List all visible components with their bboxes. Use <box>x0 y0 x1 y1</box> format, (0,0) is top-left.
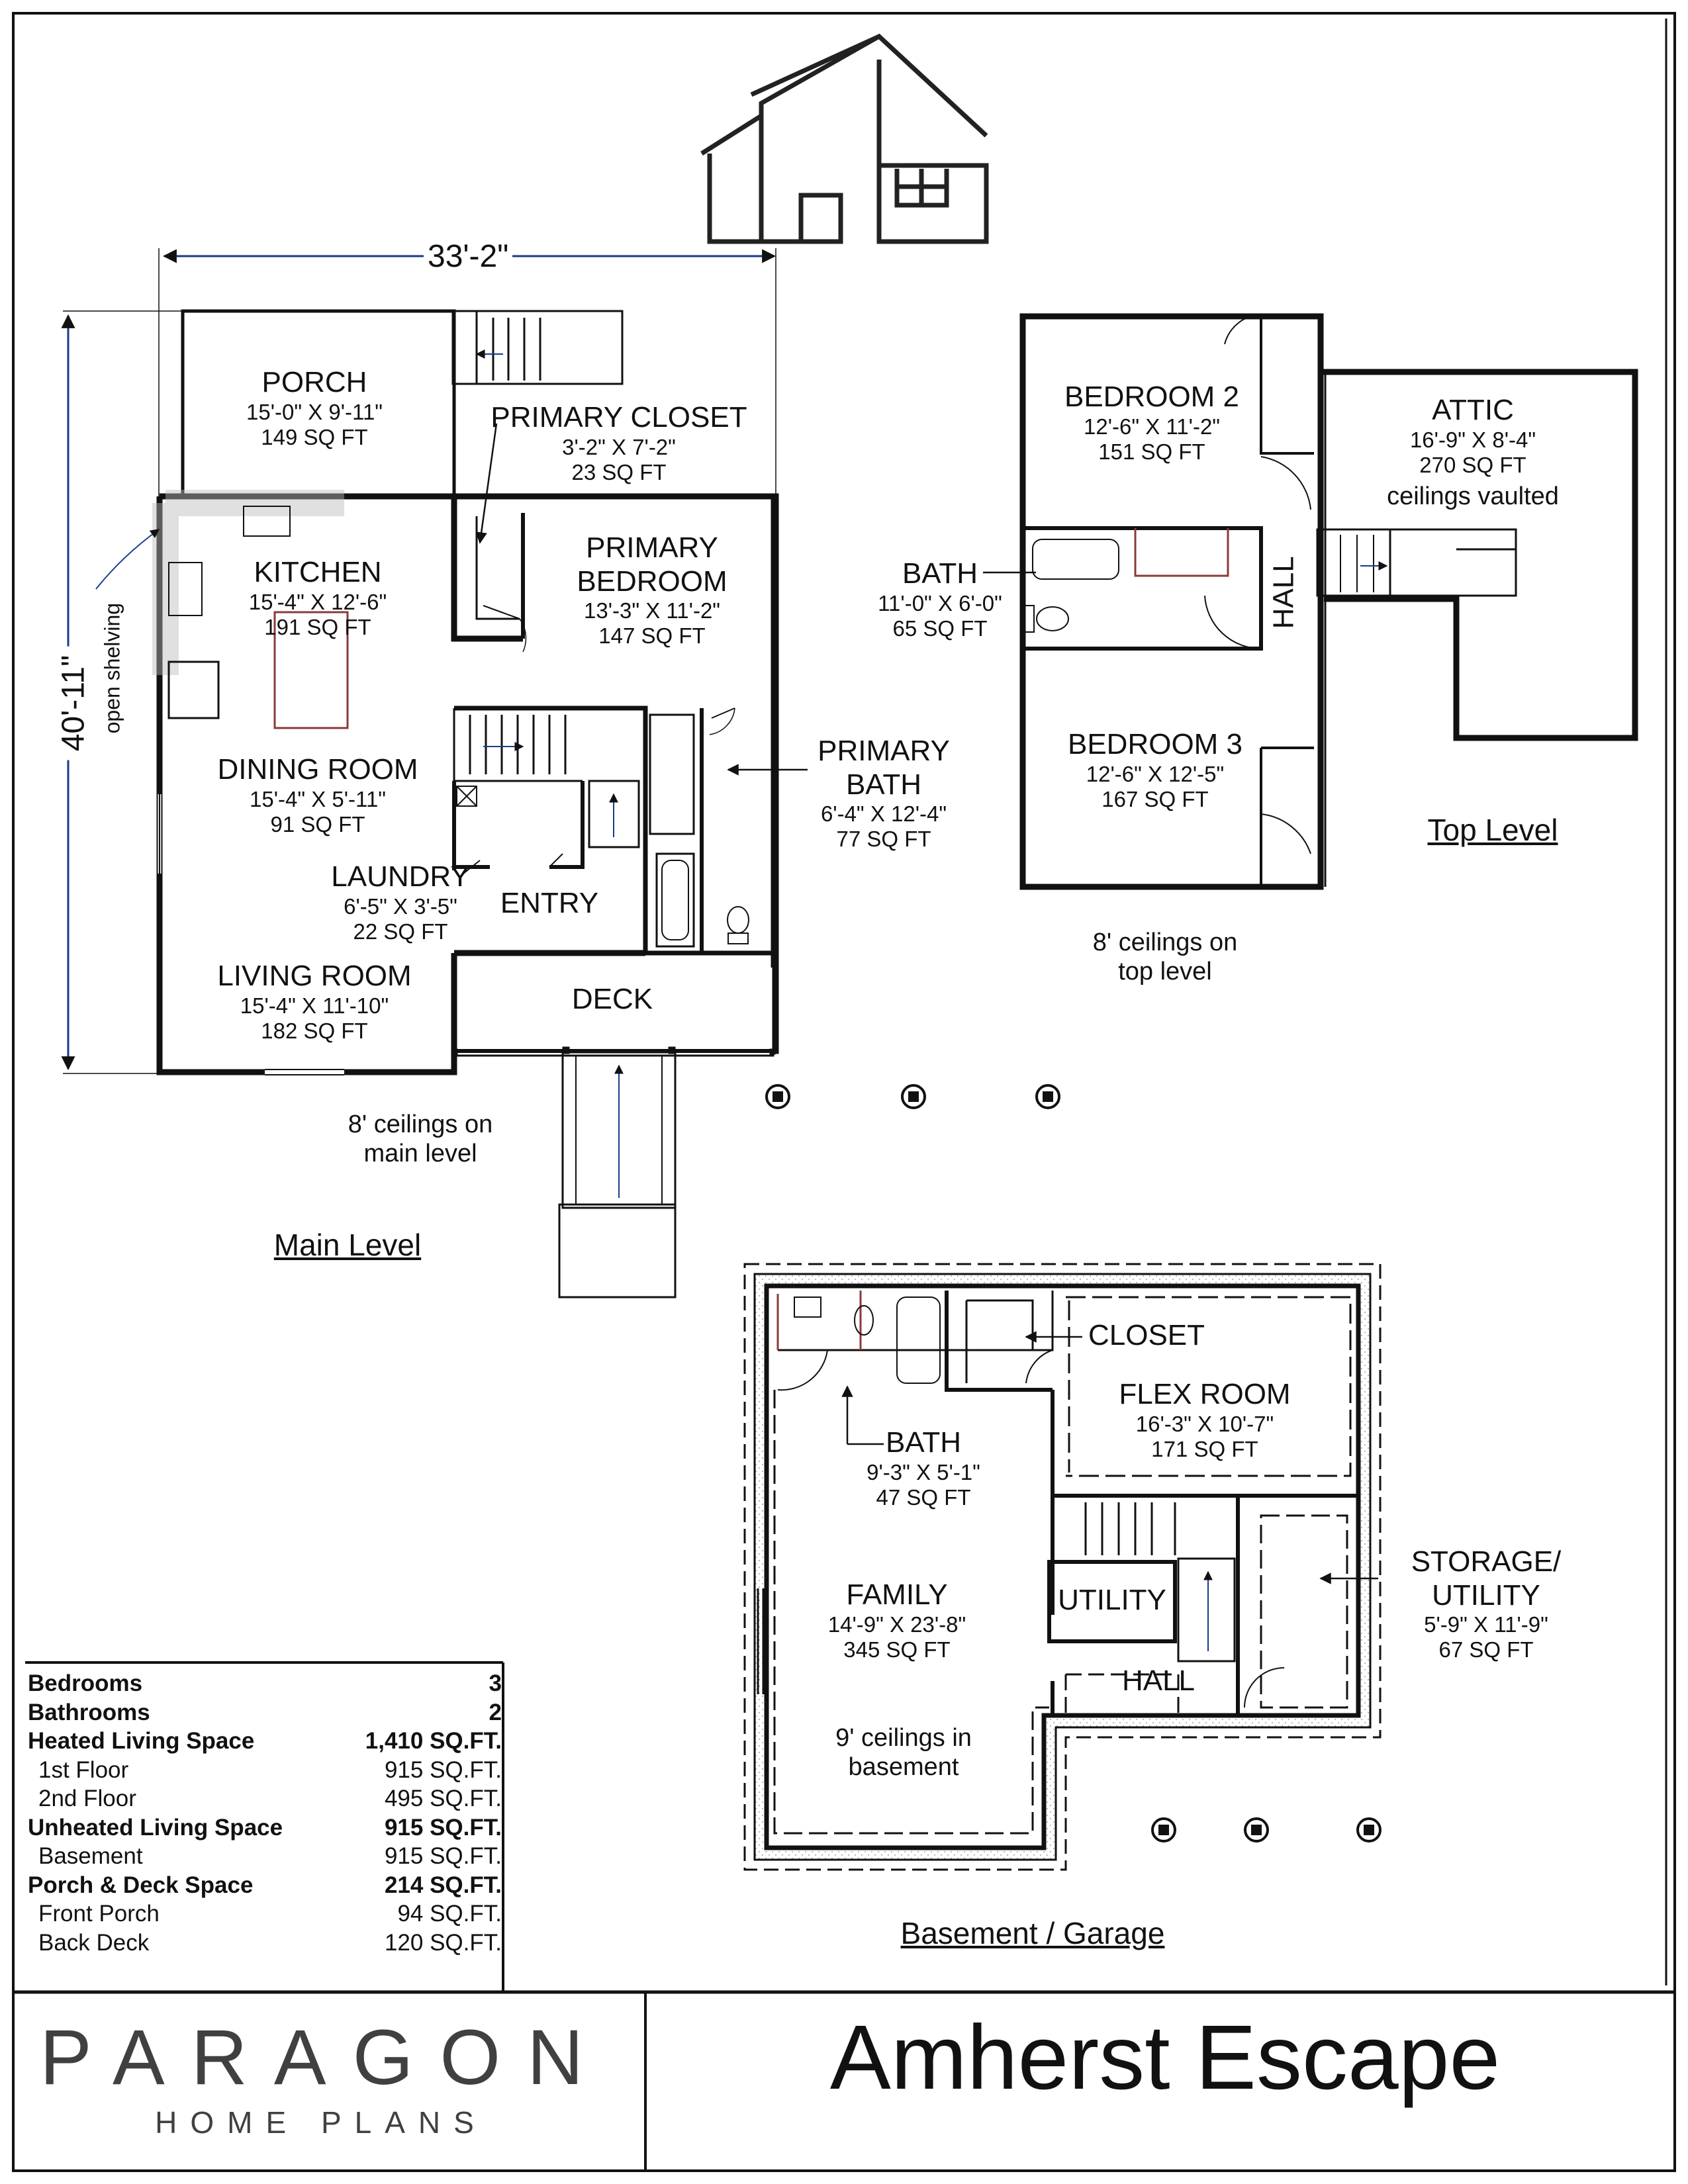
room-kitchen: KITCHEN 15'-4" X 12'-6" 191 SQ FT <box>248 556 387 639</box>
basement-level-label: Basement / Garage <box>900 1916 1165 1950</box>
stats-key: Bedrooms <box>28 1670 143 1696</box>
brand-subtitle: HOME PLANS <box>155 2105 487 2140</box>
plan-title: Amherst Escape <box>829 2007 1501 2109</box>
stats-key: Front Porch <box>38 1901 160 1927</box>
room-primary-bedroom: PRIMARY BEDROOM 13'-3" X 11'-2" 147 SQ F… <box>577 531 727 649</box>
stats-value: 3 <box>489 1670 502 1696</box>
room-flex-room: FLEX ROOM 16'-3" X 10'-7" 171 SQ FT <box>1119 1378 1291 1461</box>
stats-value: 214 SQ.FT. <box>384 1872 502 1898</box>
room-bedroom-3: BEDROOM 3 12'-6" X 12'-5" 167 SQ FT <box>1067 728 1243 811</box>
stats-row: 2nd Floor 495 SQ.FT. <box>28 1784 502 1813</box>
top-ceiling-note: 8' ceilings on top level <box>1092 929 1238 985</box>
stats-key: Basement <box>38 1843 143 1869</box>
room-dining-room: DINING ROOM 15'-4" X 5'-11" 91 SQ FT <box>217 753 418 837</box>
stats-row: 1st Floor 915 SQ.FT. <box>28 1756 502 1785</box>
stats-value: 1,410 SQ.FT. <box>365 1728 502 1754</box>
stats-value: 915 SQ.FT. <box>384 1843 502 1869</box>
stats-row: Front Porch 94 SQ.FT. <box>28 1899 502 1929</box>
basement-plan <box>743 1263 1382 1871</box>
stats-value: 915 SQ.FT. <box>384 1756 502 1783</box>
room-top-hall: HALL <box>1267 556 1300 629</box>
room-bedroom-2: BEDROOM 2 12'-6" X 11'-2" 151 SQ FT <box>1064 381 1240 464</box>
stats-row: Bathrooms 2 <box>28 1698 502 1727</box>
stats-key: Heated Living Space <box>28 1728 255 1754</box>
leader-arrows <box>475 423 1378 1584</box>
brand-name: PARAGON <box>40 2014 610 2101</box>
stats-key: 2nd Floor <box>38 1786 136 1811</box>
room-family: FAMILY 14'-9" X 23'-8" 345 SQ FT <box>827 1578 966 1662</box>
stats-value: 495 SQ.FT. <box>384 1786 502 1811</box>
basement-ceiling-note: 9' ceilings in basement <box>835 1724 972 1781</box>
top-level-plan <box>1019 313 1638 890</box>
room-top-bath: BATH 11'-0" X 6'-0" 65 SQ FT <box>878 557 1002 641</box>
width-dimension: 33'-2" <box>424 238 513 275</box>
sheet-border <box>12 12 1676 2172</box>
stats-row: Back Deck 120 SQ.FT. <box>28 1929 502 1958</box>
main-level-label: Main Level <box>273 1228 422 1262</box>
stats-row: Porch & Deck Space 214 SQ.FT. <box>28 1871 502 1900</box>
room-laundry: LAUNDRY 6'-5" X 3'-5" 22 SQ FT <box>331 860 470 944</box>
foundation-piers <box>765 1084 1382 1843</box>
top-level-label: Top Level <box>1427 813 1558 847</box>
stats-key: Back Deck <box>38 1929 150 1956</box>
stats-key: 1st Floor <box>38 1756 129 1783</box>
stats-key: Porch & Deck Space <box>28 1872 254 1898</box>
depth-dimension: 40'-11" <box>55 646 92 760</box>
stats-row: Unheated Living Space 915 SQ.FT. <box>28 1813 502 1843</box>
room-attic: ATTIC 16'-9" X 8'-4" 270 SQ FT ceilings … <box>1387 394 1559 511</box>
stats-value: 915 SQ.FT. <box>384 1814 502 1841</box>
room-porch: PORCH 15'-0" X 9'-11" 149 SQ FT <box>246 366 383 449</box>
room-basement-bath: BATH 9'-3" X 5'-1" 47 SQ FT <box>867 1426 980 1510</box>
room-closet: CLOSET <box>1088 1319 1205 1351</box>
stats-key: Unheated Living Space <box>28 1814 283 1841</box>
room-utility: UTILITY <box>1058 1584 1166 1616</box>
stats-row: Heated Living Space 1,410 SQ.FT. <box>28 1727 502 1756</box>
stats-value: 94 SQ.FT. <box>397 1901 502 1927</box>
room-deck: DECK <box>571 983 653 1015</box>
main-ceiling-note: 8' ceilings on main level <box>348 1111 493 1167</box>
stats-value: 120 SQ.FT. <box>384 1929 502 1956</box>
open-shelving-label: open shelving <box>100 602 124 734</box>
room-primary-closet: PRIMARY CLOSET 3'-2" X 7'-2" 23 SQ FT <box>491 401 747 484</box>
main-level-plan <box>95 309 779 1298</box>
stats-key: Bathrooms <box>28 1699 150 1725</box>
room-entry: ENTRY <box>500 887 599 919</box>
room-living-room: LIVING ROOM 15'-4" X 11'-10" 182 SQ FT <box>217 960 412 1043</box>
house-elevation-sketch <box>700 33 989 244</box>
stats-value: 2 <box>489 1699 502 1725</box>
room-basement-hall: HALL <box>1121 1664 1196 1697</box>
stats-row: Basement 915 SQ.FT. <box>28 1842 502 1871</box>
room-storage-utility: STORAGE/ UTILITY 5'-9" X 11'-9" 67 SQ FT <box>1411 1545 1562 1662</box>
room-primary-bath: PRIMARY BATH 6'-4" X 12'-4" 77 SQ FT <box>818 735 950 852</box>
stats-row: Bedrooms 3 <box>28 1669 502 1698</box>
